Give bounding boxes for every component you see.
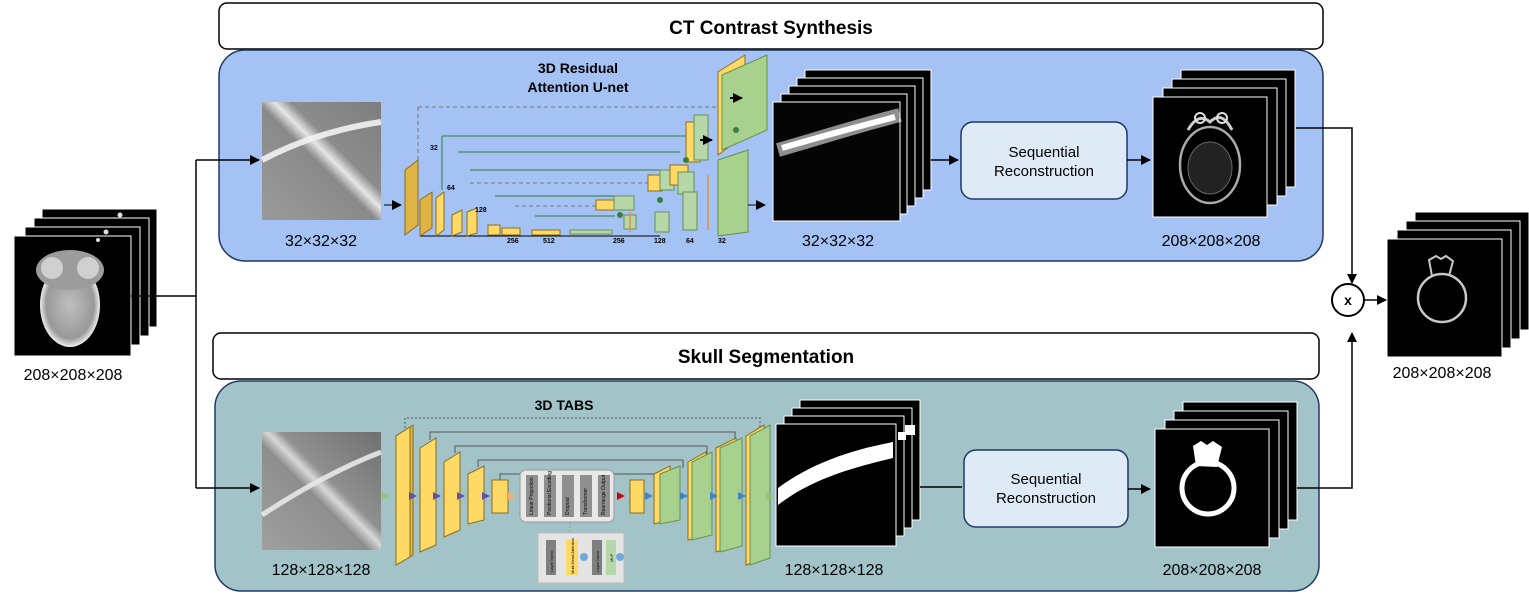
output-volume-stack — [1386, 211, 1529, 358]
tf-inner-3: Layer Norm — [595, 550, 600, 572]
top-pred-dims: 32×32×32 — [802, 233, 874, 250]
bottom-patch-image — [260, 432, 382, 550]
top-patch-dims: 32×32×32 — [285, 233, 357, 250]
tf-inner-2: Multi-Head Attention — [570, 538, 575, 574]
unet-channel-7: 128 — [654, 238, 666, 245]
output-dims: 208×208×208 — [1393, 365, 1492, 382]
tf-block-1: Linear Projection — [529, 477, 535, 515]
unet-channel-3: 128 — [475, 207, 487, 214]
top-recon-line1: Sequential — [1009, 144, 1080, 161]
unet-channel-6: 256 — [613, 238, 625, 245]
bottom-recon-box — [963, 449, 1129, 528]
tf-inner-1: Layer Norm — [549, 550, 554, 572]
tf-block-2: Positional Encoding — [547, 471, 553, 515]
tf-block-5: Rearrange Output — [601, 474, 607, 515]
unet-channel-5: 512 — [543, 238, 555, 245]
bottom-full-volume-stack — [1154, 401, 1298, 548]
multiply-symbol: x — [1344, 292, 1352, 308]
tabs-network: Linear Projection Positional Encoding Dr… — [382, 417, 774, 584]
tf-block-4: Transformer — [583, 488, 589, 515]
unet-channel-9: 32 — [718, 238, 726, 245]
bottom-recon-line1: Sequential — [1011, 471, 1082, 488]
top-recon-line2: Reconstruction — [994, 163, 1094, 180]
top-full-volume-stack — [1152, 69, 1296, 218]
tf-block-3: Dropout — [565, 497, 571, 515]
top-full-dims: 208×208×208 — [1162, 233, 1261, 250]
bottom-title: Skull Segmentation — [678, 347, 854, 368]
bottom-pred-dims: 128×128×128 — [785, 562, 884, 579]
top-title-box — [218, 2, 1324, 50]
tf-inner-4: MLP — [609, 553, 614, 562]
unet-channel-2: 64 — [447, 185, 455, 192]
top-network-label-2: Attention U-net — [527, 79, 628, 95]
unet-channel-8: 64 — [686, 238, 694, 245]
top-network-label-1: 3D Residual — [538, 60, 618, 76]
top-patch-image — [260, 102, 382, 220]
bottom-recon-line2: Reconstruction — [996, 490, 1096, 507]
unet-channel-4: 256 — [507, 238, 519, 245]
residual-attention-unet: 32 64 128 256 512 256 128 64 32 — [384, 54, 768, 245]
bottom-network-label: 3D TABS — [535, 397, 594, 413]
top-prediction-stack — [772, 69, 932, 222]
bottom-prediction-stack — [775, 399, 921, 547]
bottom-patch-dims: 128×128×128 — [272, 562, 371, 579]
top-title: CT Contrast Synthesis — [669, 18, 873, 39]
bottom-title-box — [212, 332, 1320, 380]
unet-channel-1: 32 — [430, 145, 438, 152]
input-volume-stack — [13, 208, 158, 357]
bottom-full-dims: 208×208×208 — [1163, 562, 1262, 579]
top-panel — [218, 49, 1324, 262]
input-dims: 208×208×208 — [24, 367, 123, 384]
